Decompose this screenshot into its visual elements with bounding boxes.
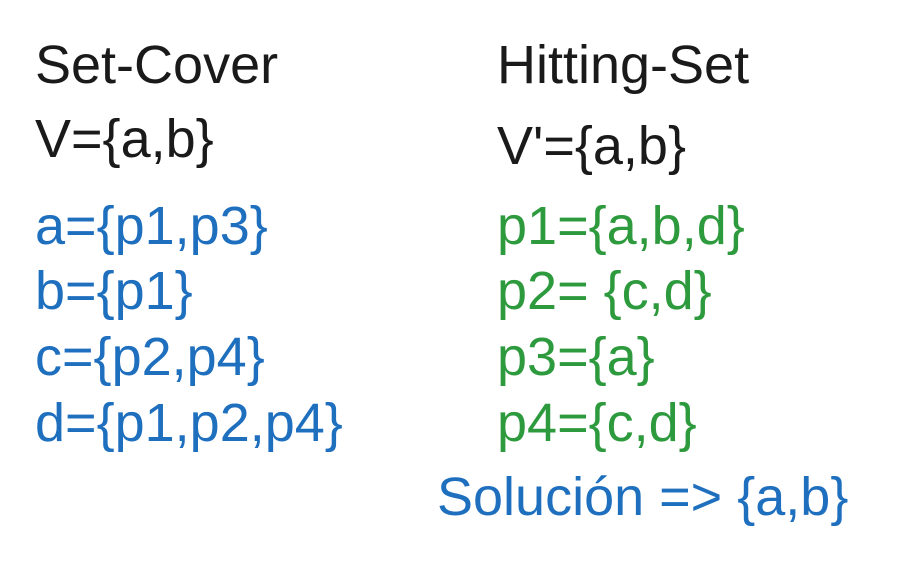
hitting-set-title: Hitting-Set [497, 35, 750, 95]
set-cover-set-a: a={p1,p3} [35, 196, 268, 256]
hitting-set-set-p1: p1={a,b,d} [497, 196, 745, 256]
solution-line: Solución => {a,b} [437, 467, 849, 527]
hitting-set-set-p2: p2= {c,d} [497, 261, 712, 321]
hitting-set-set-p3: p3={a} [497, 327, 655, 387]
hitting-set-v-definition: V'={a,b} [497, 116, 686, 176]
set-cover-title: Set-Cover [35, 35, 279, 95]
set-cover-v-definition: V={a,b} [35, 109, 214, 169]
set-cover-set-d: d={p1,p2,p4} [35, 393, 343, 453]
hitting-set-set-p4: p4={c,d} [497, 393, 697, 453]
set-cover-set-c: c={p2,p4} [35, 327, 265, 387]
set-cover-set-b: b={p1} [35, 261, 193, 321]
